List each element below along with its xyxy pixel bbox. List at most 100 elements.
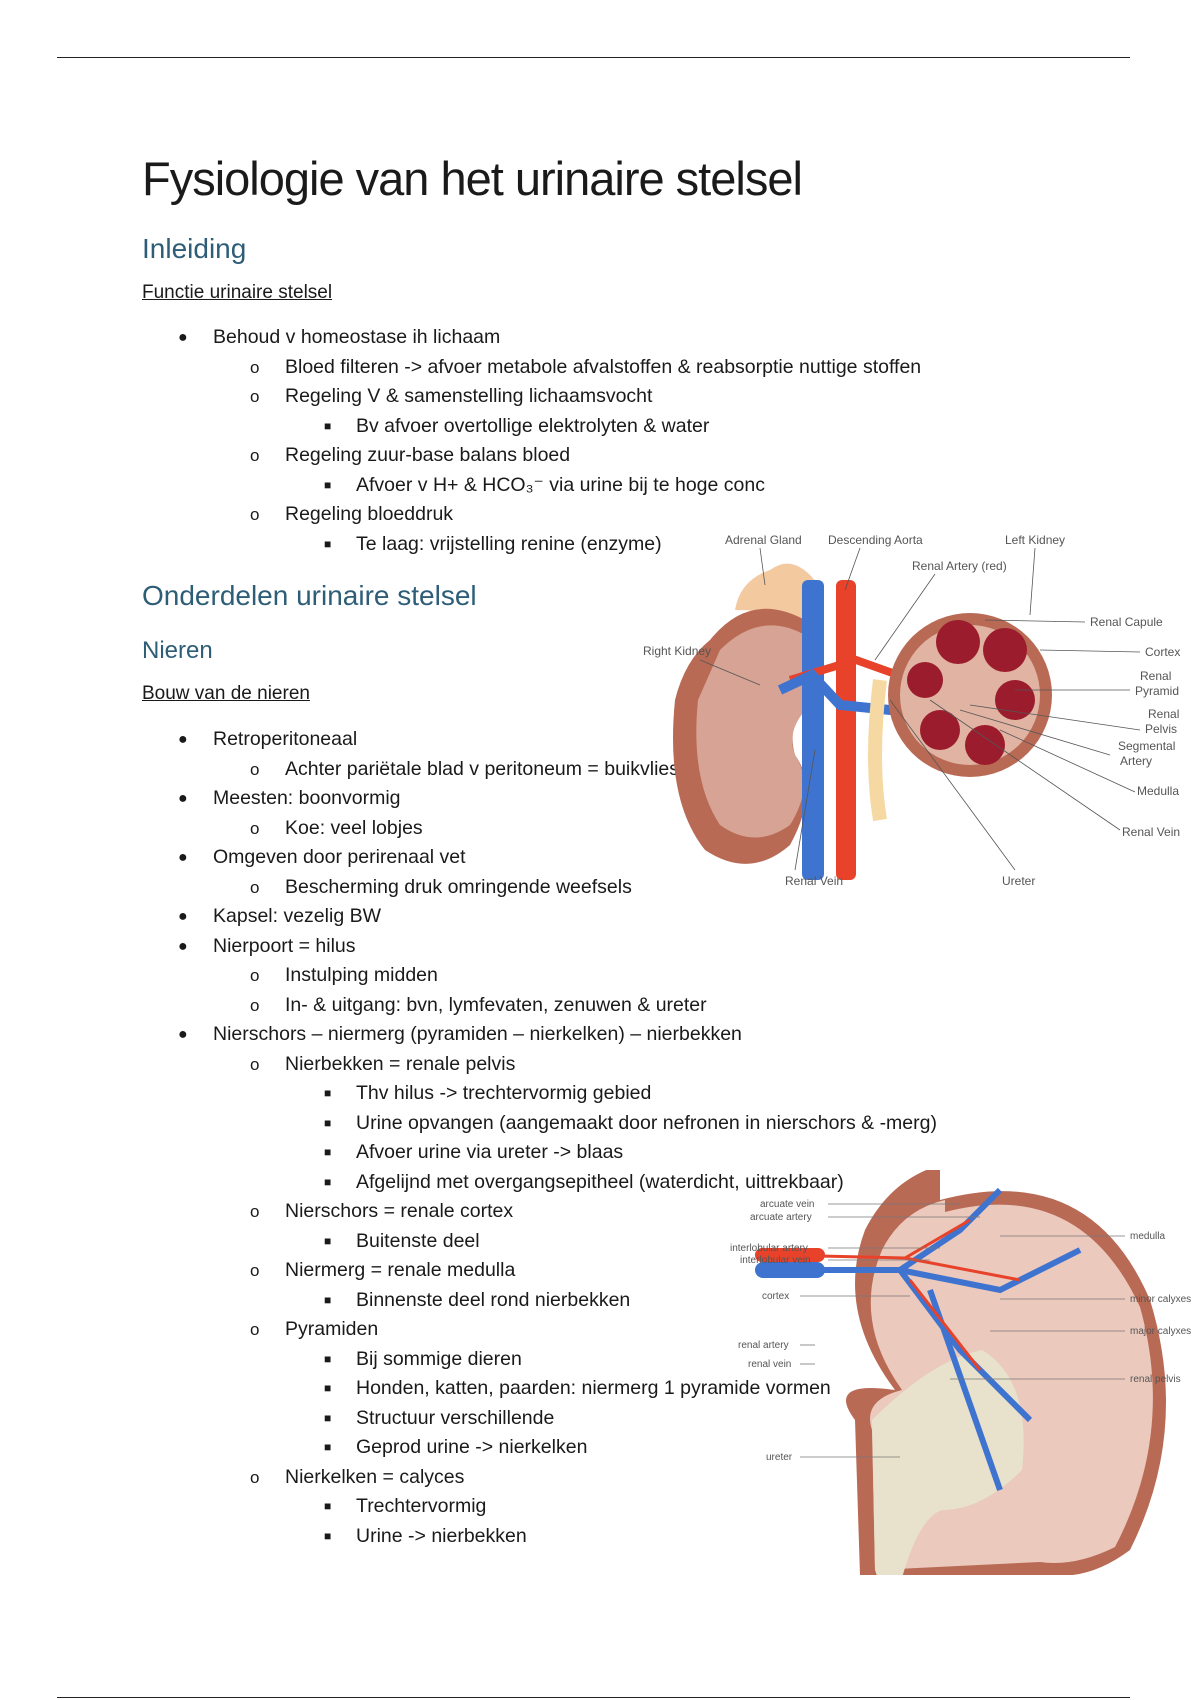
list-item-text: Thv hilus -> trechtervormig gebied — [356, 1082, 652, 1104]
bullet-marker: o — [250, 877, 260, 897]
list-item: ■ Urine -> nierbekken — [142, 1522, 1142, 1552]
bullet-marker: ● — [178, 937, 188, 955]
label-renal-vein: Renal Vein — [785, 874, 843, 888]
list-item: ● Retroperitoneaal — [142, 725, 1142, 755]
list-item: ■Bij sommige dieren — [142, 1345, 1142, 1375]
label-adrenal: Adrenal Gland — [725, 533, 802, 547]
bullet-marker: o — [250, 966, 260, 985]
bullet-marker: ■ — [324, 1440, 332, 1454]
label-left-kidney: Left Kidney — [1005, 533, 1065, 547]
bullet-marker: o — [250, 1054, 260, 1074]
bullet-marker: ■ — [324, 1086, 332, 1100]
list-item-text: Binnenste deel rond nierbekken — [356, 1288, 631, 1311]
label-arcuate-vein: arcuate vein — [760, 1199, 814, 1210]
label-renal-vein: Renal Vein — [1122, 825, 1180, 839]
list-item-text: Bloed filteren -> afvoer metabole afvals… — [285, 355, 922, 378]
label-renal-artery: renal artery — [738, 1340, 789, 1351]
list-item-text: Bv afvoer overtollige elektrolyten & wat… — [356, 414, 710, 437]
bullet-marker: o — [250, 387, 260, 406]
bullet-marker: o — [250, 759, 260, 779]
bullet-marker: o — [250, 1202, 260, 1221]
bullet-marker: o — [250, 1467, 260, 1487]
list-item: o Instulping midden — [142, 961, 1142, 991]
ureter — [868, 679, 887, 822]
label-pelvis: Pelvis — [1145, 722, 1177, 736]
list-item: ●Nierschors – niermerg (pyramiden – nier… — [142, 1020, 1142, 1050]
bullet-marker: o — [250, 1261, 260, 1280]
bullet-marker: ● — [178, 731, 188, 748]
intro-list: ●Behoud v homeostase ih lichaam o Bloed fi… — [142, 323, 1142, 559]
bullet-marker: ■ — [324, 1115, 332, 1130]
list-item: ■ Bv afvoer overtollige elektrolyten & wa… — [142, 412, 1142, 442]
list-item: ■ Thv hilus -> trechtervormig gebied — [142, 1079, 1142, 1109]
list-item-text: Nierbekken = renale pelvis — [285, 1052, 516, 1075]
list-item: ■Honden, katten, paarden: niermerg 1 pyr… — [142, 1374, 1142, 1404]
bottom-rule — [57, 1697, 1130, 1698]
list-item-text: Regeling zuur-base balans bloed — [285, 444, 571, 466]
label-major-calyxes: major calyxes — [1130, 1326, 1191, 1337]
list-item: ■Buitenste deel — [142, 1227, 1142, 1257]
label-renal-pelvis: renal pelvis — [1130, 1374, 1181, 1385]
bullet-marker: ■ — [324, 1292, 332, 1307]
list-item: ■Trechtervormig — [142, 1492, 1142, 1522]
label-capsule: Renal Capule — [1090, 615, 1163, 629]
bullet-marker: ■ — [324, 1145, 332, 1159]
list-item: o Regeling zuur-base balans bloed — [142, 441, 1142, 471]
list-item: ●Meesten: boonvormig — [142, 784, 1142, 814]
list-item-text: Nierpoort = hilus — [213, 934, 356, 957]
list-item: ■Afvoer v H+ & HCO₃⁻ via urine bij te ho… — [142, 471, 1142, 501]
bullet-marker: o — [250, 505, 260, 524]
aorta — [836, 580, 856, 880]
list-item-text: Pyramiden — [285, 1318, 379, 1340]
list-item-text: Behoud v homeostase ih lichaam — [213, 326, 501, 348]
list-item-text: Afgelijnd met overgangsepitheel (waterdi… — [356, 1170, 844, 1193]
label-cortex: Cortex — [1145, 645, 1180, 659]
kidney-cross-section-diagram — [755, 1170, 1166, 1575]
bullet-marker: o — [250, 446, 260, 465]
label-medulla: Medulla — [1137, 784, 1179, 798]
bullet-marker: ● — [178, 849, 188, 866]
list-item-text: Urine -> nierbekken — [356, 1524, 527, 1547]
list-item: ●Behoud v homeostase ih lichaam — [142, 323, 1142, 353]
list-item: ■Afvoer urine via ureter -> blaas — [142, 1138, 1142, 1168]
list-item-text: Structuur verschillende — [356, 1406, 555, 1429]
bullet-marker: ■ — [324, 418, 332, 433]
list-item: ● Omgeven door perirenaal vet — [142, 843, 1142, 873]
label-ureter: ureter — [766, 1452, 793, 1463]
list-item-text: Instulping midden — [285, 964, 438, 986]
kidney-anatomy-diagram: Adrenal Gland Descending Aorta Left Kidn… — [643, 533, 1180, 888]
label-arcuate-artery: arcuate artery — [750, 1212, 812, 1223]
bullet-marker: ● — [178, 790, 188, 807]
heading-nieren: Nieren — [142, 637, 213, 664]
list-item-text: Omgeven door perirenaal vet — [213, 846, 466, 868]
bullet-marker: o — [250, 818, 260, 838]
adrenal-gland — [735, 563, 824, 630]
label-interlobular-vein: interlobular vein — [740, 1255, 811, 1266]
bullet-marker: ■ — [324, 1528, 332, 1543]
renal-pelvis — [872, 1350, 1024, 1575]
subheading-functie: Functie urinaire stelsel — [142, 282, 333, 303]
list-item-text: Te laag: vrijstelling renine (enzyme) — [356, 532, 662, 555]
subheading-bouw: Bouw van de nieren — [142, 683, 310, 704]
list-item-text: Retroperitoneaal — [213, 728, 358, 750]
list-item: o Pyramiden — [142, 1315, 1142, 1345]
bullet-marker: ■ — [324, 477, 332, 492]
list-item-text: Buitenste deel — [356, 1229, 480, 1252]
list-item: ■Afgelijnd met overgangsepitheel (waterd… — [142, 1168, 1142, 1198]
label-right-kidney: Right Kidney — [643, 644, 711, 658]
top-rule — [57, 57, 1130, 58]
label-pyramid: Renal — [1140, 669, 1171, 683]
label-medulla: medulla — [1130, 1231, 1165, 1242]
bullet-marker: o — [250, 1320, 260, 1339]
list-item: ■Geprod urine -> nierkelken — [142, 1433, 1142, 1463]
label-minor-calyxes: minor calyxes — [1130, 1294, 1191, 1305]
label-renal-vein: renal vein — [748, 1359, 791, 1370]
document-body: Fysiologie van het urinaire stelsel Inle… — [142, 149, 1142, 1551]
